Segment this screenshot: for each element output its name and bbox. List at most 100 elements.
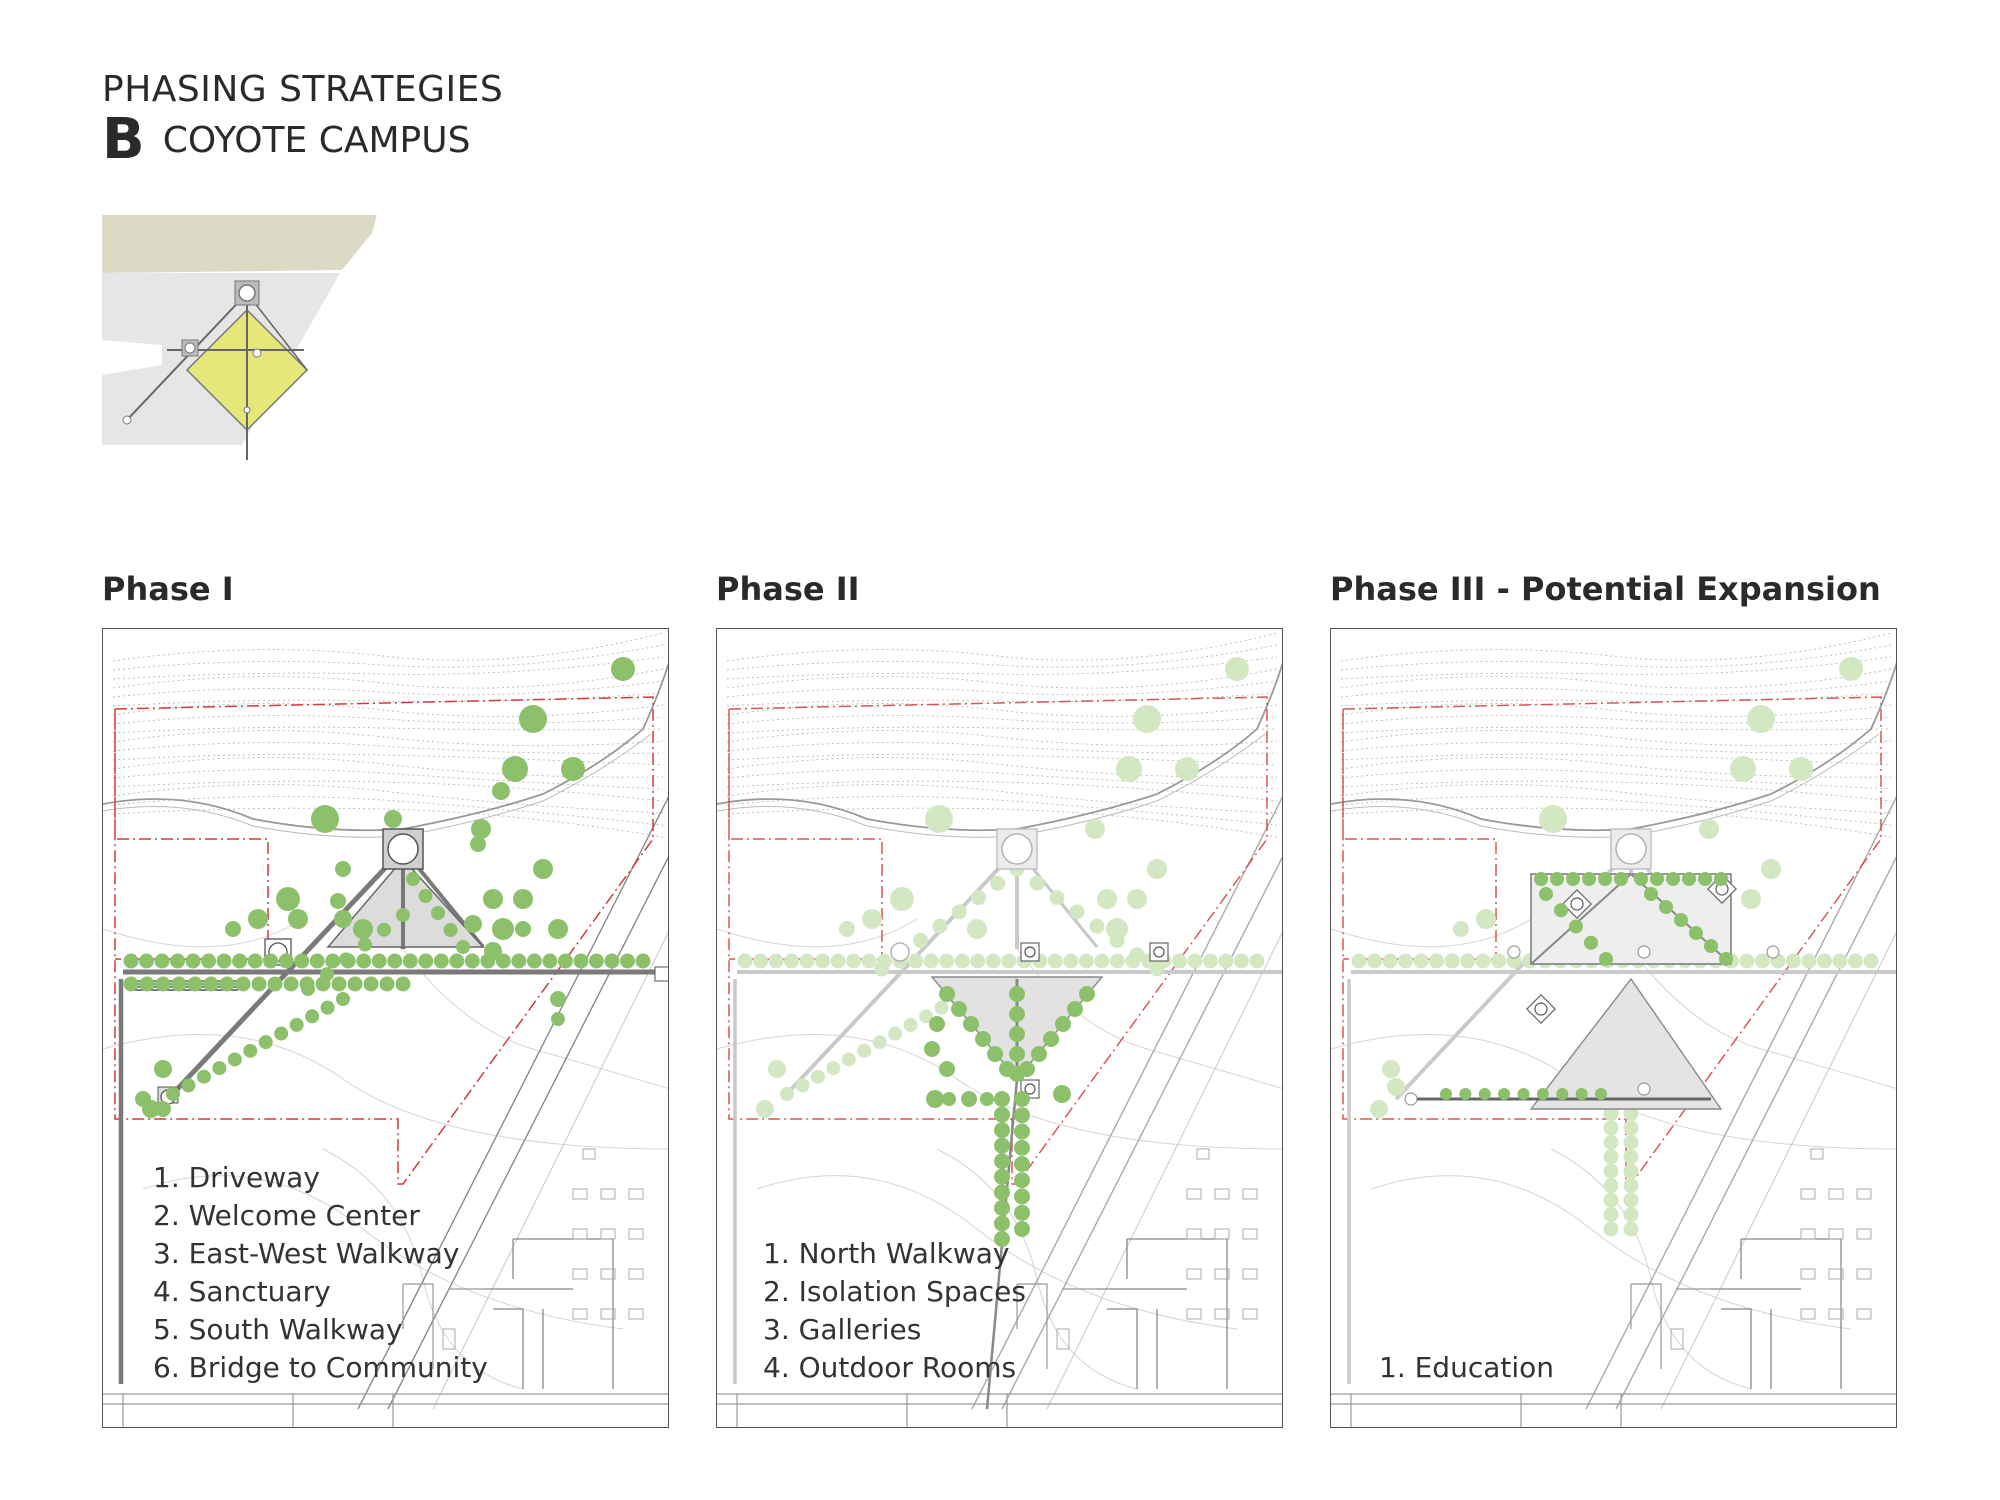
tree	[1233, 953, 1249, 969]
street	[1016, 1283, 1097, 1369]
tree	[155, 976, 171, 992]
legend-item: 4. Outdoor Rooms	[763, 1351, 1017, 1384]
house	[1186, 1308, 1202, 1320]
house	[1186, 1188, 1202, 1200]
tree	[994, 1106, 1010, 1123]
house	[1800, 1188, 1816, 1200]
tree	[1539, 805, 1567, 833]
tree	[557, 953, 573, 969]
tree	[1623, 1163, 1639, 1179]
neighborhood	[402, 1148, 644, 1389]
house	[1242, 1268, 1258, 1280]
contour-line	[112, 680, 664, 698]
contour-line	[726, 668, 1278, 689]
tree	[513, 889, 533, 909]
tree	[913, 932, 929, 948]
tree	[919, 1009, 934, 1024]
tree	[1367, 953, 1383, 969]
phase-3-legend: 1. Education	[1379, 1349, 1554, 1387]
contour-line	[1340, 715, 1892, 725]
welcome-center-dome	[387, 833, 419, 865]
tree	[1816, 953, 1832, 969]
tree	[939, 986, 955, 1002]
welcome-center-dome	[1001, 833, 1033, 865]
tree	[443, 923, 458, 937]
tree	[1460, 953, 1476, 969]
tree	[985, 953, 1001, 969]
house	[1828, 1308, 1844, 1320]
tree	[227, 1052, 242, 1067]
contour-line	[112, 753, 664, 766]
contour-line	[112, 757, 664, 778]
tree	[449, 953, 465, 969]
tree	[862, 909, 882, 929]
tree	[1704, 939, 1718, 953]
tree	[258, 1035, 273, 1050]
house	[628, 1228, 644, 1240]
tree	[872, 1035, 887, 1050]
tree	[1225, 657, 1249, 681]
tree	[1491, 953, 1507, 969]
isolation-space-dome	[1024, 946, 1036, 958]
tree	[201, 953, 217, 969]
node	[1766, 945, 1780, 959]
tree	[1043, 1031, 1059, 1047]
tree	[1623, 1120, 1639, 1136]
tree	[1370, 1100, 1388, 1118]
tree	[635, 953, 651, 969]
contour-line	[726, 715, 1278, 725]
tree	[994, 1215, 1010, 1232]
isolation-space-dome	[1153, 946, 1165, 958]
contour-line	[726, 780, 1278, 802]
tree	[1175, 757, 1199, 781]
contour-line	[1340, 784, 1892, 814]
tree	[939, 953, 955, 969]
house	[572, 1268, 588, 1280]
tree	[1053, 1085, 1071, 1103]
tree	[1623, 1221, 1639, 1237]
tree	[1187, 953, 1203, 969]
contour-line	[112, 769, 664, 790]
tree	[604, 953, 620, 969]
contour-line	[1340, 703, 1892, 717]
tree	[1009, 1066, 1025, 1082]
tree	[841, 1052, 856, 1067]
tree	[799, 953, 815, 969]
tree	[1789, 757, 1813, 781]
tree	[561, 757, 585, 781]
tree	[1067, 1001, 1083, 1017]
tree	[371, 953, 387, 969]
tree	[994, 1168, 1010, 1185]
house	[1242, 1228, 1258, 1240]
scheme-name: COYOTE CAMPUS	[162, 120, 471, 161]
tree	[267, 976, 283, 992]
tree	[187, 976, 203, 992]
house	[1800, 1308, 1816, 1320]
tree	[810, 1069, 825, 1084]
tree	[492, 918, 514, 940]
node	[1507, 945, 1521, 959]
tree	[212, 1061, 227, 1076]
tree	[123, 976, 139, 992]
tree	[619, 953, 635, 969]
tree	[1674, 913, 1688, 927]
tree	[1029, 875, 1045, 891]
tree	[1014, 1091, 1030, 1107]
tree	[1478, 1088, 1491, 1100]
house	[1810, 1148, 1824, 1160]
tree	[1534, 872, 1548, 886]
site-base	[717, 632, 1282, 1427]
topo-line	[717, 1033, 1282, 1150]
tree	[1666, 872, 1680, 886]
highway-edge	[357, 796, 668, 1410]
tree	[289, 1017, 304, 1032]
highway-edge	[387, 856, 668, 1410]
house	[572, 1188, 588, 1200]
tree	[379, 976, 395, 992]
topo-line	[936, 1148, 1138, 1390]
tree	[934, 1000, 949, 1015]
tree	[1475, 953, 1491, 969]
tree	[975, 1031, 991, 1047]
tree	[1009, 1006, 1025, 1022]
phase-3-map	[1331, 632, 1896, 1427]
